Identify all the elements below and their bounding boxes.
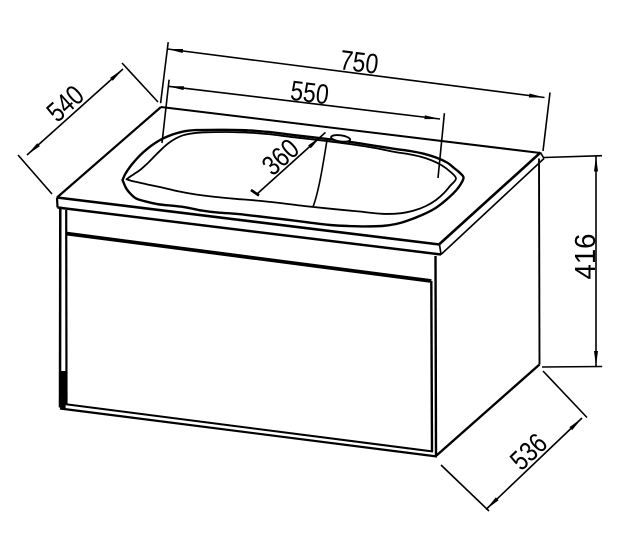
svg-text:550: 550	[289, 76, 331, 111]
svg-text:416: 416	[568, 234, 601, 280]
svg-text:750: 750	[338, 45, 380, 80]
